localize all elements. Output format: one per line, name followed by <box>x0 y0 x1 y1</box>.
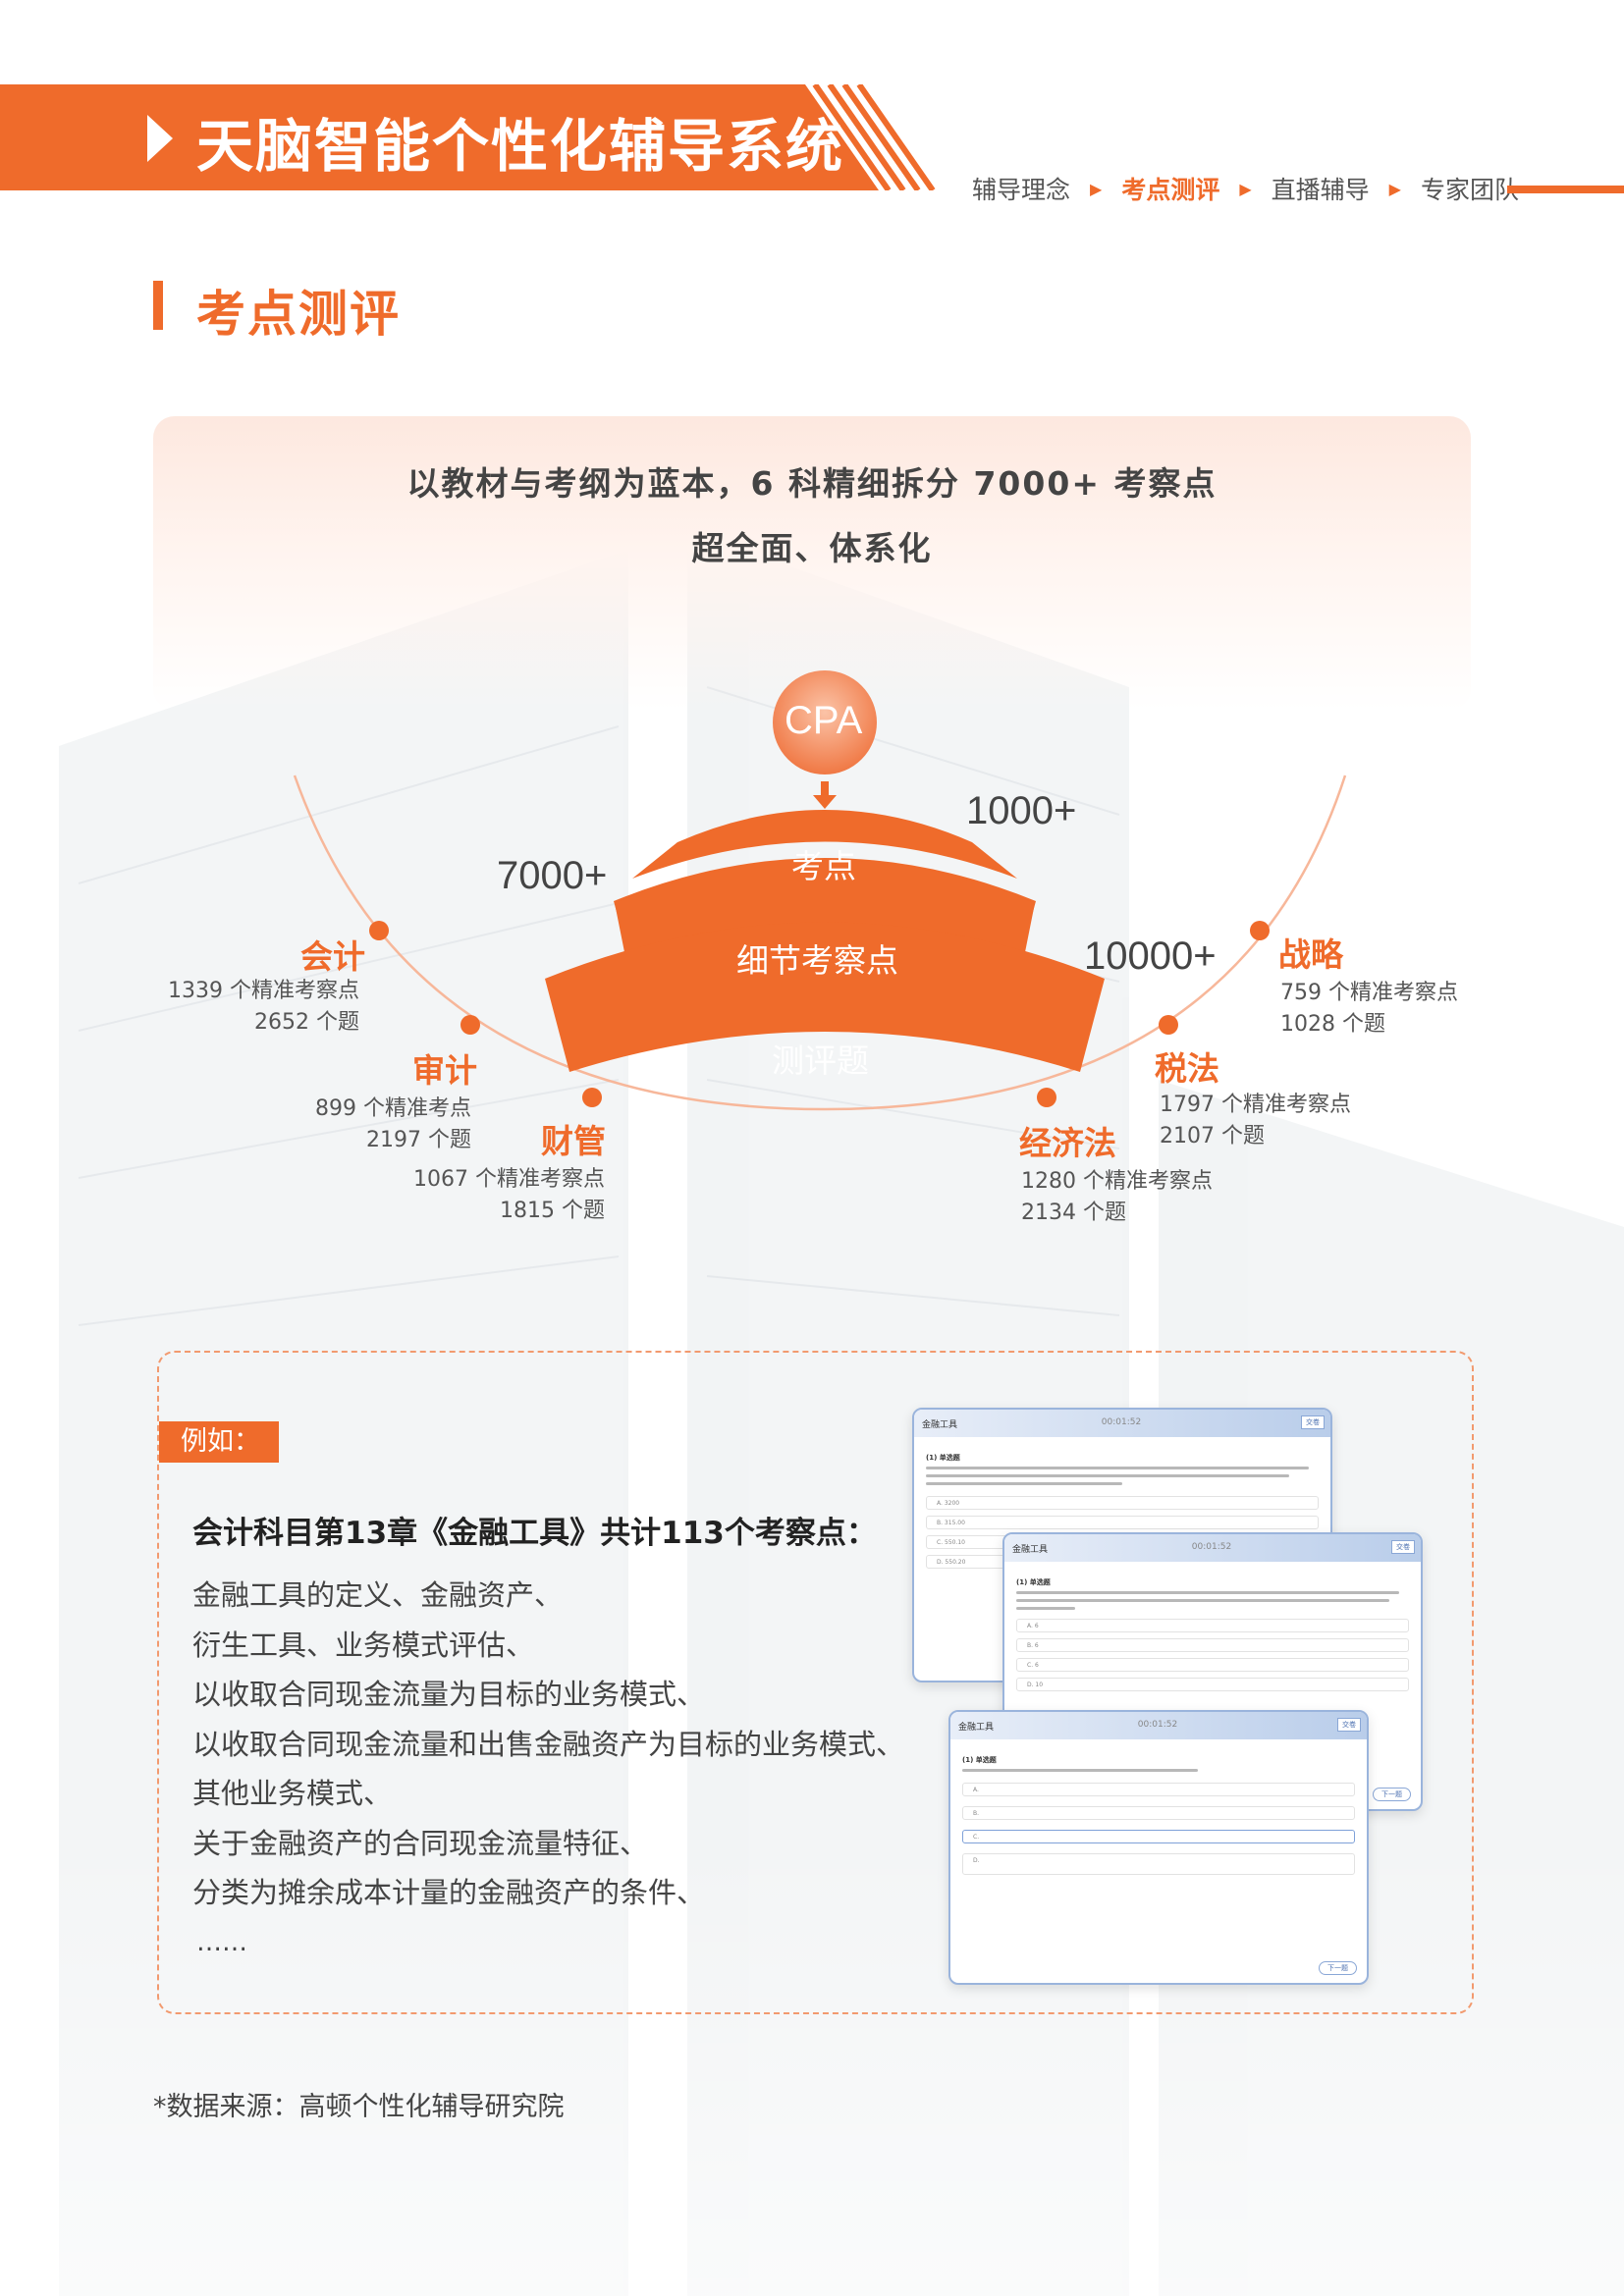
section-marker <box>153 281 163 330</box>
nav-item-experts[interactable]: 专家团队 <box>1420 176 1519 204</box>
nav-item-assessment[interactable]: 考点测评 <box>1121 176 1220 204</box>
count-kaodian: 1000+ <box>966 789 1077 832</box>
section-title: 考点测评 <box>196 286 401 343</box>
band-kaodian <box>632 810 1017 879</box>
subject-finance: 财管 <box>541 1122 606 1160</box>
level-detail-label: 细节考察点 <box>736 941 898 980</box>
example-list: 金融工具的定义、金融资产、 衍生工具、业务模式评估、 以收取合同现金流量为目标的… <box>192 1571 904 1918</box>
list-item: 分类为摊余成本计量的金融资产的条件、 <box>192 1876 706 1909</box>
example-heading: 会计科目第13章《金融工具》共计113个考察点： <box>192 1516 877 1551</box>
section-nav: 辅导理念 ▶ 考点测评 ▶ 直播辅导 ▶ 专家团队 <box>972 171 1519 206</box>
example-box <box>157 1351 1474 2014</box>
subject-audit: 审计 <box>412 1051 477 1090</box>
header-banner <box>0 84 936 190</box>
cpa-circle <box>773 670 877 774</box>
nav-item-live[interactable]: 直播辅导 <box>1271 176 1370 204</box>
nav-chevron-icon: ▶ <box>1388 179 1401 198</box>
count-detail: 7000+ <box>497 854 608 897</box>
list-item: 金融工具的定义、金融资产、 <box>192 1578 564 1612</box>
subject-strategy: 战略 <box>1278 935 1343 974</box>
list-item: 关于金融资产的合同现金流量特征、 <box>192 1826 649 1860</box>
level-questions-label: 测评题 <box>772 1041 869 1080</box>
list-item: 以收取合同现金流量和出售金融资产为目标的业务模式、 <box>192 1727 905 1761</box>
subject-accounting: 会计 <box>300 937 365 976</box>
subject-tax-law: 税法 <box>1155 1049 1219 1088</box>
count-questions: 10000+ <box>1084 934 1217 978</box>
intro-line-1: 以教材与考纲为蓝本，6 科精细拆分 7000+ 考察点 <box>406 464 1218 503</box>
nav-chevron-icon: ▶ <box>1090 179 1103 198</box>
subject-economic-law: 经济法 <box>1019 1124 1116 1162</box>
list-item: 其他业务模式、 <box>192 1777 393 1810</box>
cpa-label: CPA <box>785 699 863 742</box>
intro-panel <box>153 416 1471 711</box>
page-title: 天脑智能个性化辅导系统 <box>196 113 845 180</box>
submit-button: 交卷 <box>1301 1415 1325 1429</box>
intro-line-2: 超全面、体系化 <box>691 529 933 567</box>
subject-arc <box>293 774 1347 1111</box>
nav-item-philosophy[interactable]: 辅导理念 <box>972 176 1071 204</box>
example-tag: 例如： <box>159 1421 279 1463</box>
nav-chevron-icon: ▶ <box>1239 179 1252 198</box>
list-item: 衍生工具、业务模式评估、 <box>192 1628 535 1662</box>
level-kaodian-label: 考点 <box>791 847 856 885</box>
footnote: *数据来源：高顿个性化辅导研究院 <box>153 2092 565 2122</box>
nav-accent-line <box>1507 186 1624 193</box>
header-arrow-icon <box>147 115 173 162</box>
band-questions <box>545 922 1105 1072</box>
example-ellipsis: …… <box>196 1928 247 1957</box>
list-item: 以收取合同现金流量为目标的业务模式、 <box>192 1678 706 1711</box>
